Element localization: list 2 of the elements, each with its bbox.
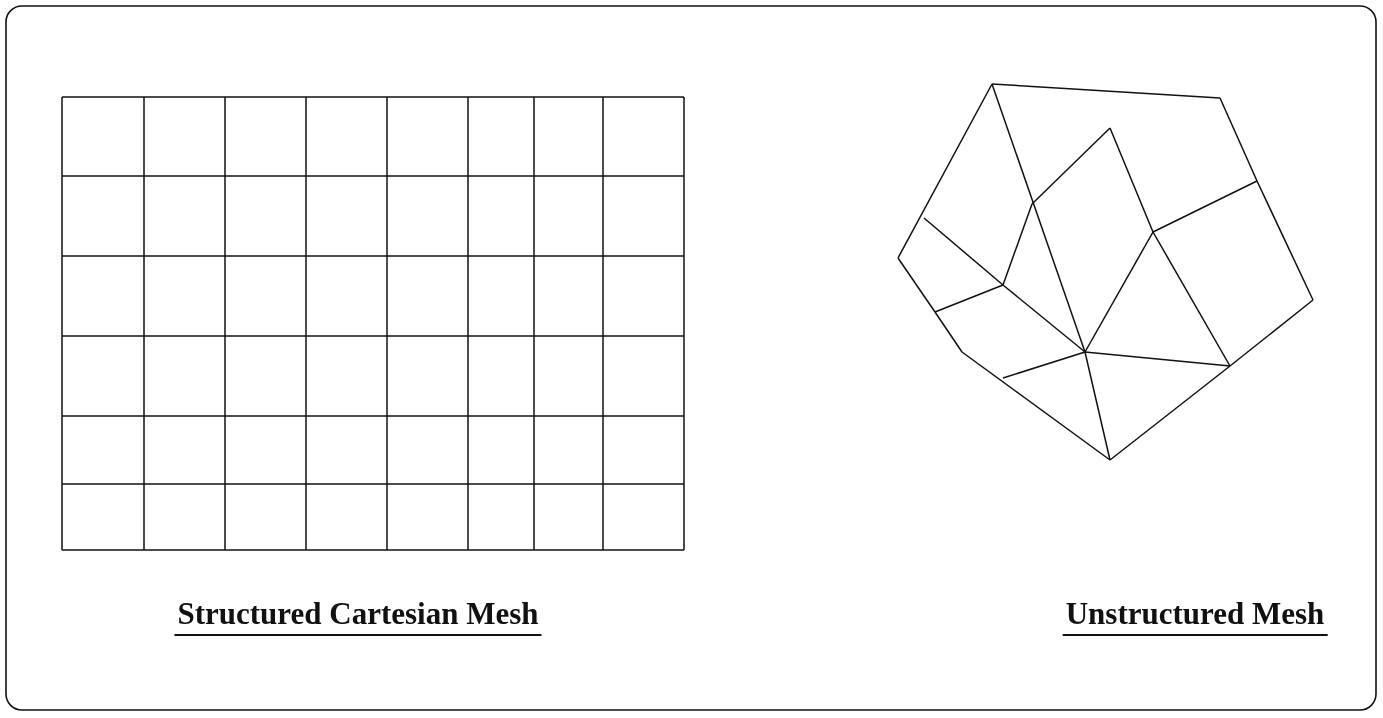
mesh-caption: Structured Cartesian Mesh bbox=[174, 596, 542, 636]
mesh-caption: Unstructured Mesh bbox=[1062, 596, 1328, 636]
